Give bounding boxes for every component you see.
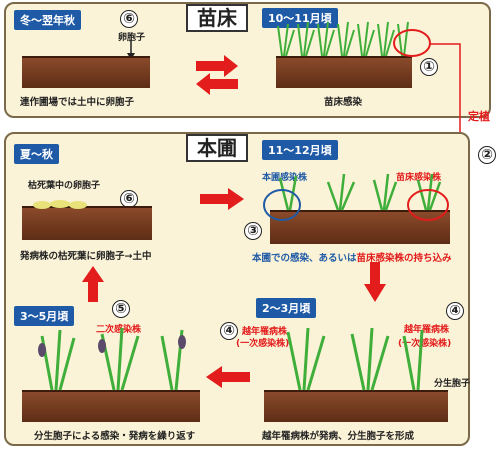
secondary-label: 二次感染株: [96, 325, 142, 335]
overwinter-label-a: 越年罹病株: [242, 327, 288, 337]
season-winter: 冬～翌年秋: [14, 10, 81, 30]
nursery-title: 苗床: [186, 4, 248, 32]
overwinter-plants: [286, 327, 424, 391]
marker-4a: ④: [220, 322, 238, 340]
nursery-infected-circle-field: [407, 189, 449, 221]
overwinter-soil: [264, 390, 448, 422]
dead-leaf-spores: [33, 200, 87, 209]
infection-soil: [270, 210, 450, 244]
marker-6-top: ⑥: [120, 10, 138, 28]
overwinter-label-d: (一次感染株): [398, 339, 452, 349]
season-summer: 夏～秋: [14, 144, 59, 164]
overwinter-caption: 越年罹病株が発病、分生胞子を形成: [262, 431, 415, 442]
arrow-down-to-overwinter: [364, 262, 386, 302]
secondary-soil: [22, 390, 200, 422]
nursery-infected-circle: [393, 29, 431, 57]
infection-plants: [278, 173, 442, 211]
dead-leaf-caption: 発病株の枯死葉に卵胞子→土中: [20, 251, 152, 262]
infection-caption-prefix: 本圃での感染、あるいは: [252, 253, 357, 264]
marker-1: ①: [420, 58, 438, 76]
season-mar-may: 3～5月頃: [14, 306, 75, 326]
secondary-plants: [38, 327, 186, 391]
infection-caption-red: 苗床感染株の持ち込み: [356, 253, 452, 264]
arrow-to-infection: [200, 188, 244, 210]
spore-label: 卵胞子: [118, 33, 146, 43]
nursery-infected-label: 苗床感染株: [396, 173, 442, 183]
dead-leaf-label: 枯死葉中の卵胞子: [28, 181, 101, 191]
marker-3: ③: [244, 222, 262, 240]
transplant-label: 定植: [468, 110, 490, 123]
nursery-soil-left: [22, 56, 150, 88]
secondary-caption: 分生胞子による感染・発病を繰り返す: [34, 431, 196, 442]
marker-4b: ④: [446, 302, 464, 320]
season-feb-mar: 2～3月頃: [256, 298, 317, 318]
nursery-swap-arrows: [196, 55, 238, 95]
marker-5: ⑤: [112, 300, 130, 318]
conidia-label: 分生胞子: [434, 379, 471, 389]
field-title: 本圃: [186, 134, 248, 162]
season-oct-nov: 10～11月頃: [262, 8, 338, 28]
marker-2: ②: [478, 146, 496, 164]
nursery-caption-right: 苗床感染: [324, 97, 363, 108]
nursery-soil-right: [276, 56, 412, 88]
arrow-left-to-secondary: [206, 366, 250, 388]
nursery-caption-left: 連作圃場では土中に卵胞子: [20, 97, 135, 108]
season-nov-dec: 11～12月頃: [262, 140, 338, 160]
field-infected-circle: [263, 189, 301, 221]
nursery-seedlings: [277, 21, 409, 57]
overwinter-label-c: 越年罹病株: [404, 325, 450, 335]
overwinter-label-b: (一次感染株): [236, 339, 290, 349]
arrow-up-to-dead-leaf: [82, 266, 104, 302]
field-infected-label: 本圃感染株: [262, 173, 308, 183]
infection-caption: 本圃での感染、あるいは苗床感染株の持ち込み: [252, 250, 452, 264]
dead-leaf-soil: [22, 206, 152, 240]
